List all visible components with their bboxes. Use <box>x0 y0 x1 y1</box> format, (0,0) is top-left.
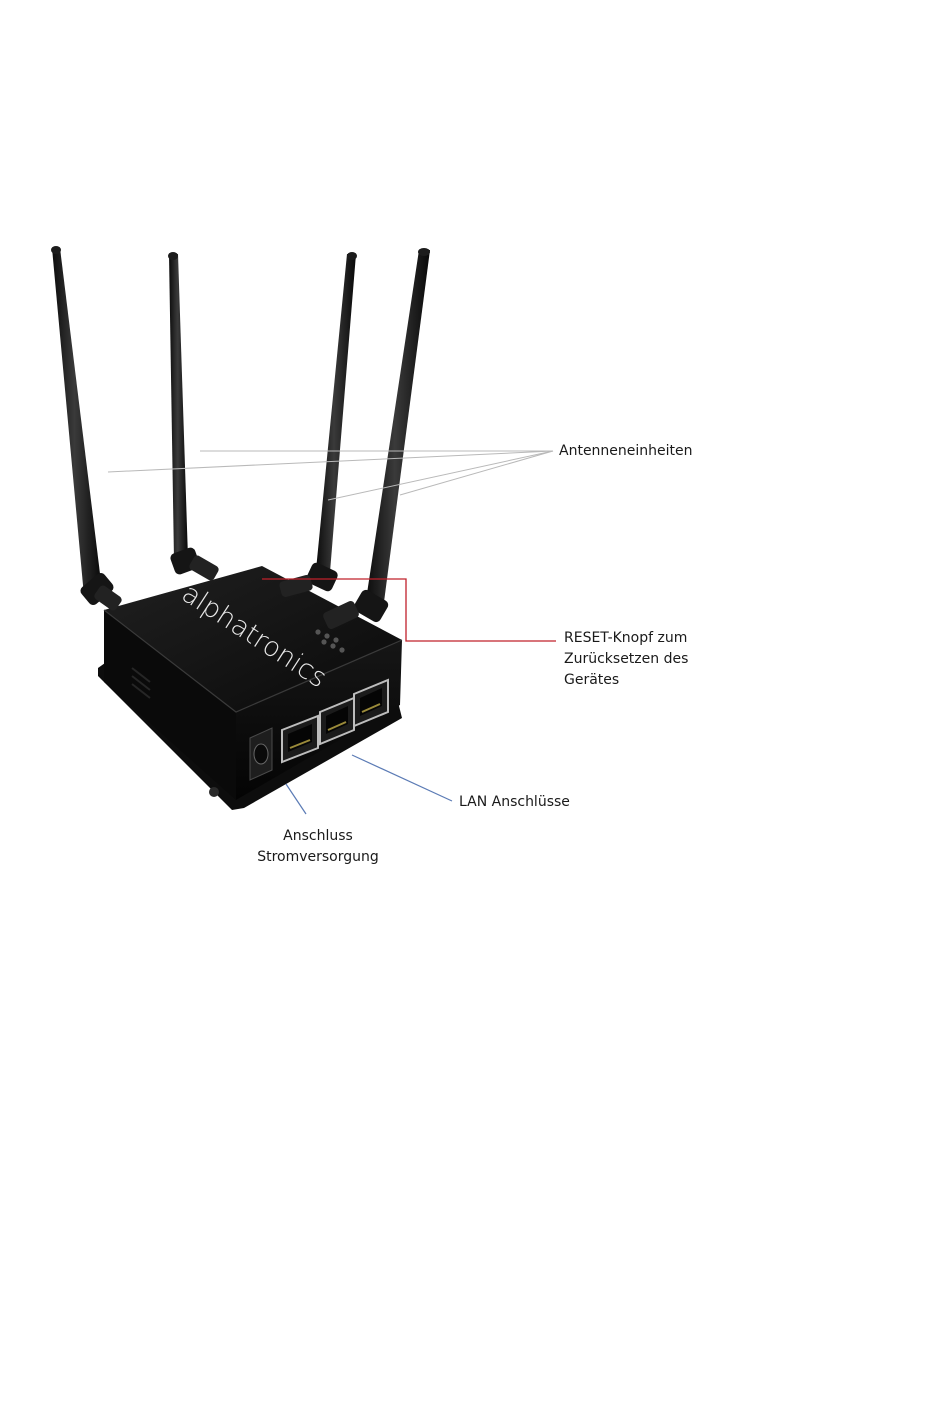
lan-callout-line <box>352 755 452 801</box>
antenna <box>168 252 220 582</box>
antenna <box>278 252 357 598</box>
reset-button-label: RESET-Knopf zum Zurücksetzen des Gerätes <box>564 628 688 691</box>
antenna-label-text: Antenneneinheiten <box>559 441 693 462</box>
power-label-line: Stromversorgung <box>254 847 382 868</box>
reset-label-line: Gerätes <box>564 670 688 691</box>
reset-label-line: RESET-Knopf zum <box>564 628 688 649</box>
reset-label-line: Zurücksetzen des <box>564 649 688 670</box>
antenna-label: Antenneneinheiten <box>559 441 693 462</box>
lan-ports-label: LAN Anschlüsse <box>459 792 570 813</box>
power-connector-label: Anschluss Stromversorgung <box>254 826 382 868</box>
antenna <box>51 246 123 612</box>
power-label-line: Anschluss <box>254 826 382 847</box>
lan-label-text: LAN Anschlüsse <box>459 792 570 813</box>
power-callout-line <box>286 784 306 814</box>
